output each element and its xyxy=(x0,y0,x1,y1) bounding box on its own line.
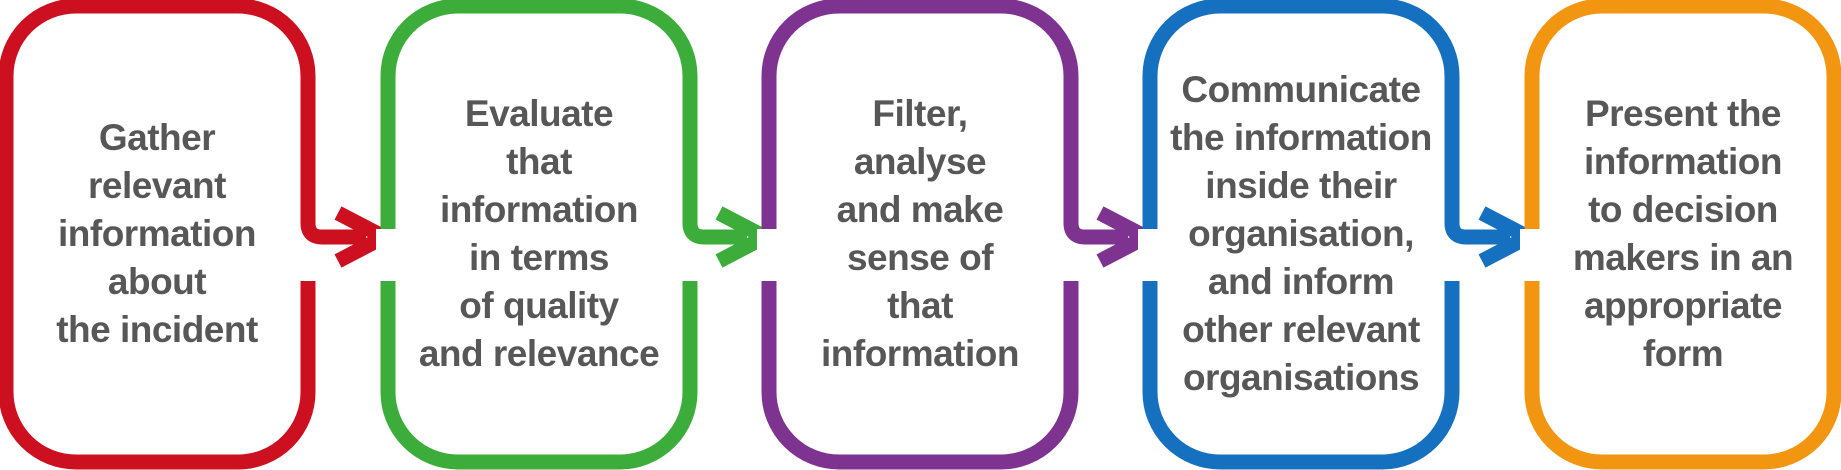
step-text-line: Filter, xyxy=(872,93,968,134)
step-text-line: inside their xyxy=(1205,165,1397,206)
step-text-line: information xyxy=(440,189,638,230)
step-text-line: relevant xyxy=(88,165,226,206)
connector-communicate xyxy=(1444,204,1510,245)
step-box-present xyxy=(1520,0,1841,470)
step-text-evaluate: Evaluate that information in terms of qualit… xyxy=(398,16,680,452)
step-text-communicate: Communicate the information inside their or… xyxy=(1160,16,1442,452)
step-text-line: that xyxy=(506,141,572,182)
connector-filter xyxy=(1063,204,1128,245)
step-text-line: Present the xyxy=(1584,93,1782,134)
step-text-line: that xyxy=(887,285,953,326)
step-box-filter xyxy=(757,0,1079,470)
step-text-gather: Gather relevant information about the incide… xyxy=(16,16,298,452)
step-box-communicate xyxy=(1138,0,1460,470)
step-text-line: analyse xyxy=(853,141,987,182)
step-outline-gather xyxy=(0,0,316,470)
step-text-line: the information xyxy=(1170,117,1432,158)
step-inlet-gap-communicate xyxy=(1138,229,1162,281)
step-inlet-gap-evaluate xyxy=(376,229,400,281)
step-text-line: organisation, xyxy=(1188,213,1414,254)
step-box-gather xyxy=(0,0,316,470)
connector-gather xyxy=(300,204,366,245)
step-box-evaluate xyxy=(376,0,698,470)
step-text-line: in terms xyxy=(469,237,609,278)
step-text-line: about xyxy=(107,261,207,302)
step-text-line: and relevance xyxy=(418,333,660,374)
step-text-line: appropriate xyxy=(1583,285,1783,326)
step-text-filter: Filter, analyse and make sense of that inform… xyxy=(779,16,1061,452)
step-text-line: form xyxy=(1642,333,1724,374)
step-text-line: Evaluate xyxy=(464,93,614,134)
step-text-line: of quality xyxy=(459,285,619,326)
step-text-line: and make xyxy=(836,189,1004,230)
step-text-line: information xyxy=(58,213,256,254)
step-inlet-gap-present xyxy=(1520,229,1544,281)
step-text-line: to decision xyxy=(1588,189,1778,230)
step-text-line: the incident xyxy=(56,309,258,350)
step-text-line: and inform xyxy=(1207,261,1395,302)
connector-evaluate xyxy=(682,204,747,245)
step-text-line: information xyxy=(821,333,1019,374)
step-text-line: Gather xyxy=(98,117,216,158)
step-outline-present xyxy=(1524,0,1841,470)
step-inlet-gap-filter xyxy=(757,229,781,281)
step-text-line: sense of xyxy=(846,237,994,278)
step-text-line: information xyxy=(1584,141,1782,182)
step-text-line: makers in an xyxy=(1572,237,1794,278)
step-text-line: organisations xyxy=(1182,357,1420,398)
step-text-present: Present the information to decision makers … xyxy=(1542,16,1824,452)
step-text-line: other relevant xyxy=(1182,309,1420,350)
step-text-line: Communicate xyxy=(1181,69,1421,110)
